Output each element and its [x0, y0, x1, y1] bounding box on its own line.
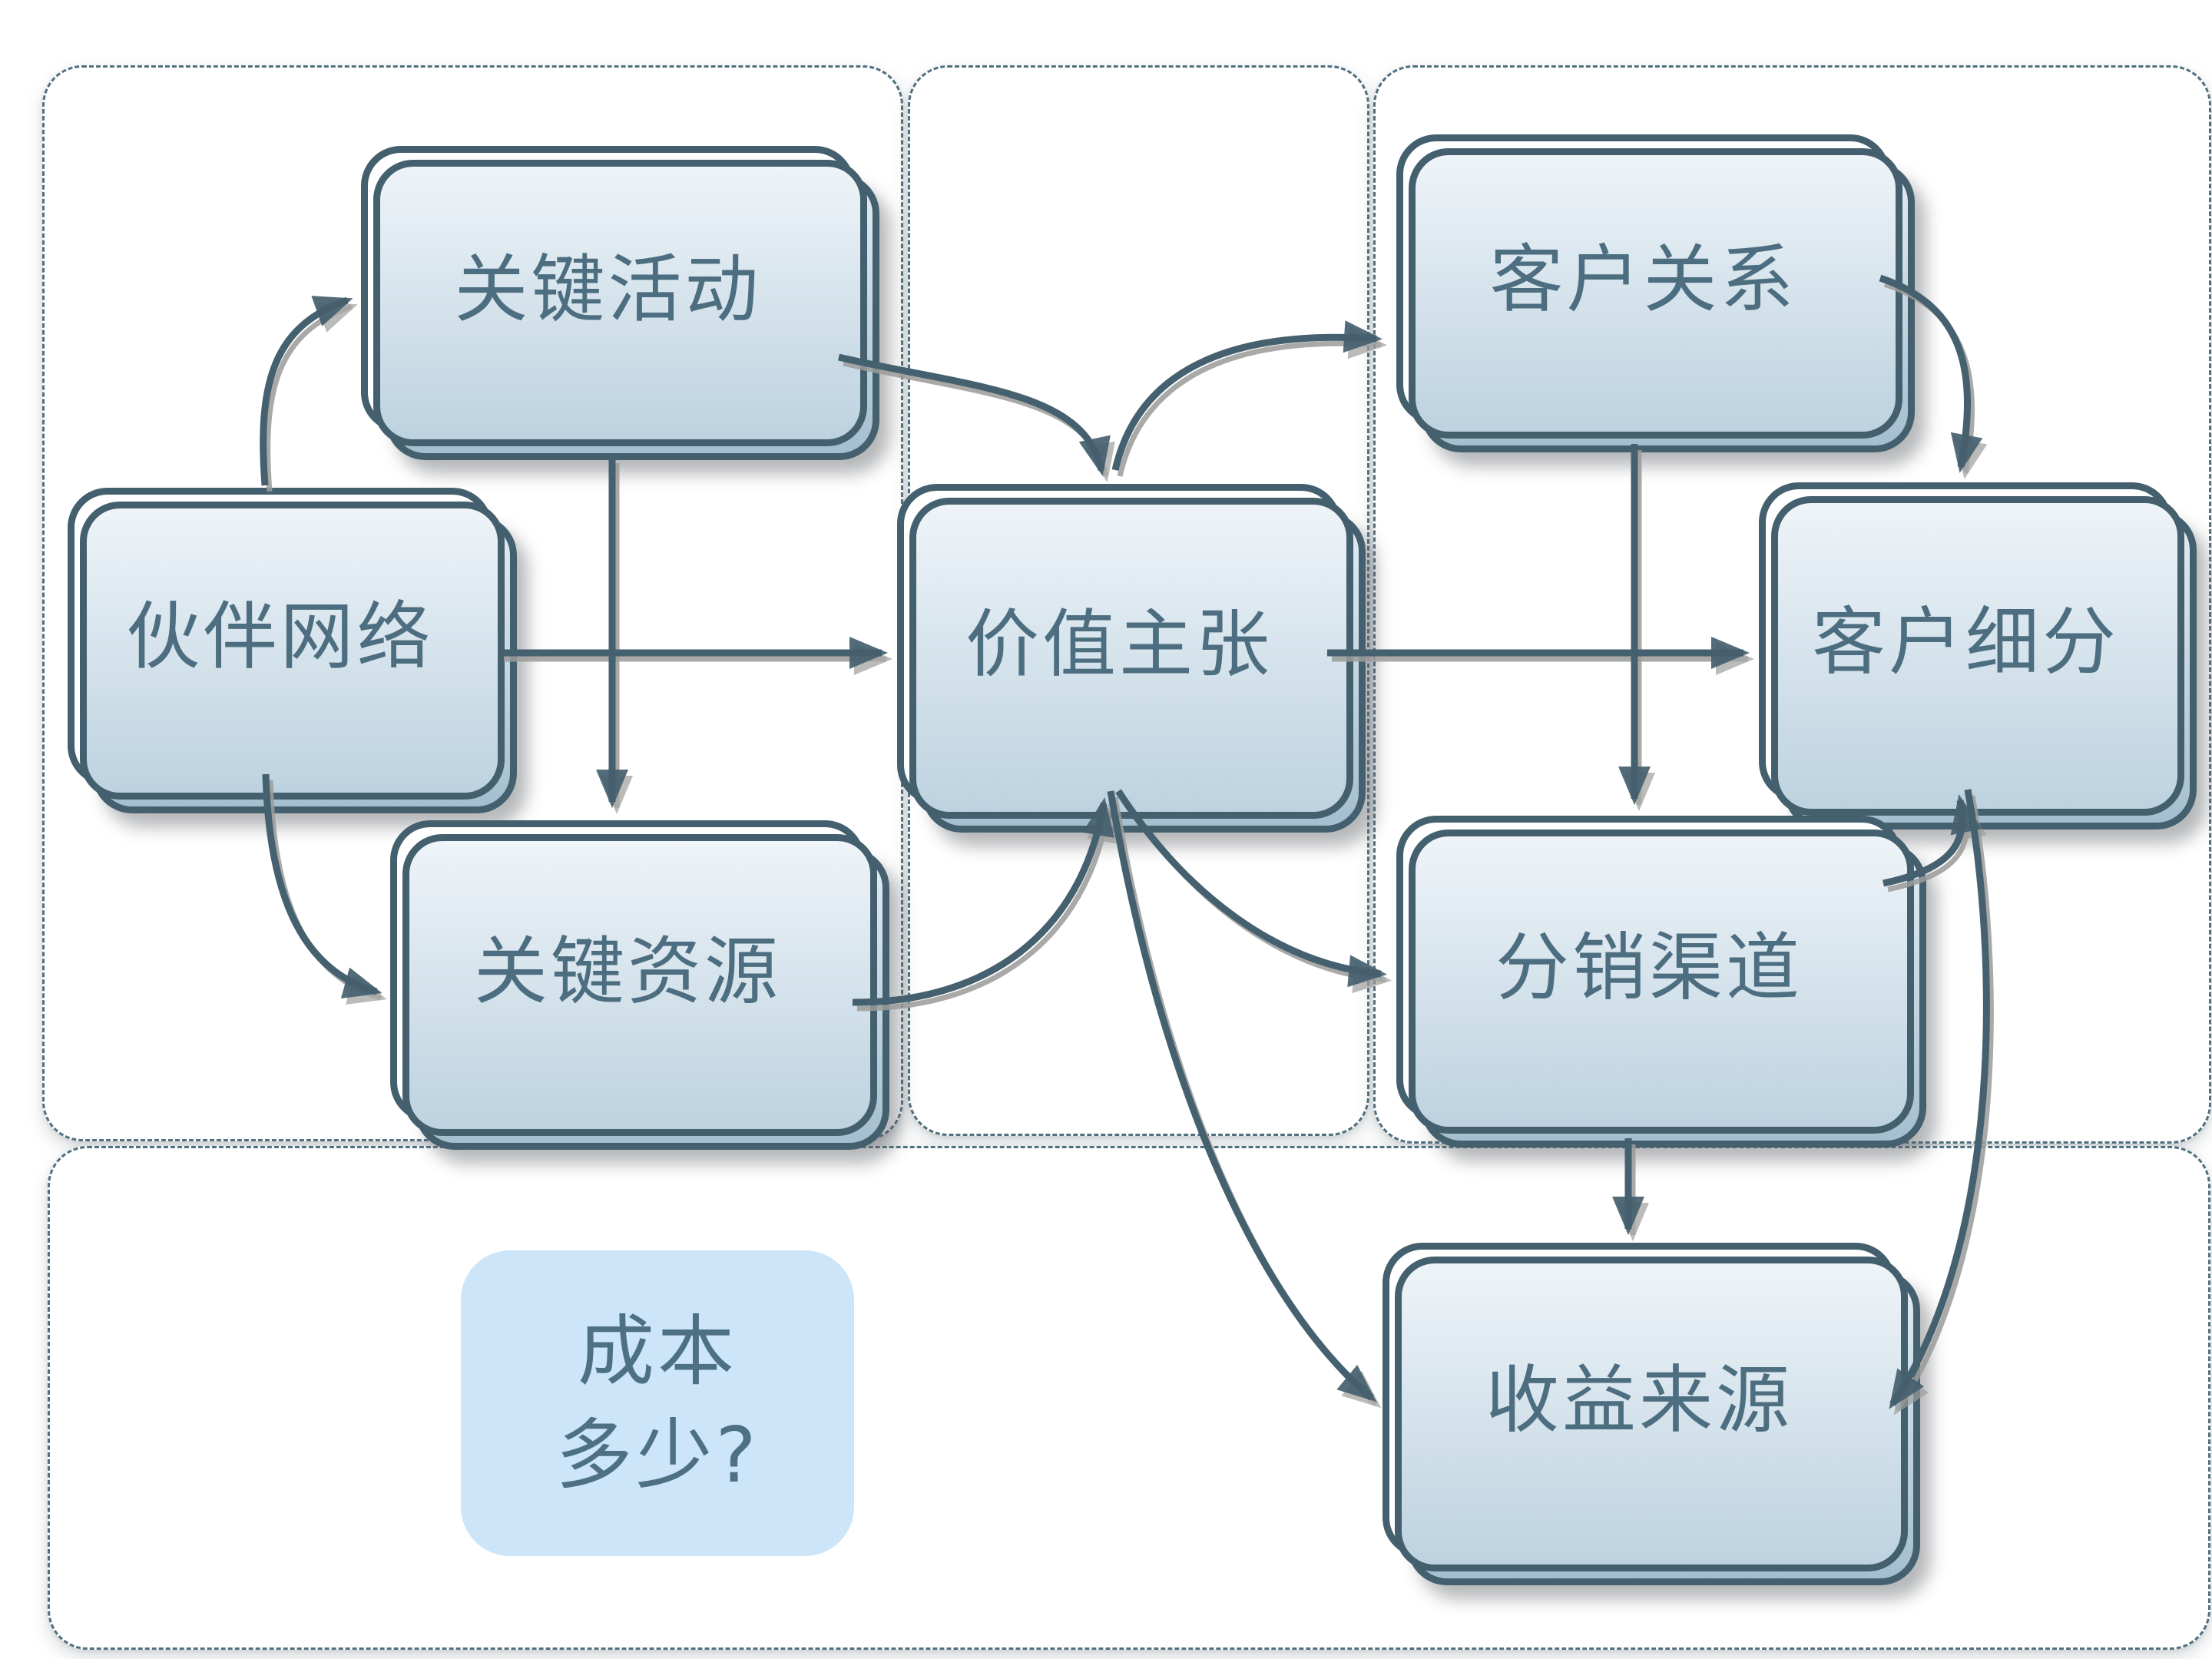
- node-key-resources-label: 关键资源: [474, 928, 781, 1015]
- node-cost-question[interactable]: 成本 多少?: [461, 1250, 854, 1556]
- node-customer-relations-label: 客户关系: [1489, 237, 1797, 323]
- node-value-proposition-label: 价值主张: [965, 601, 1273, 687]
- node-customer-relations[interactable]: 客户关系: [1396, 134, 1890, 425]
- node-revenue-streams-label: 收益来源: [1485, 1357, 1793, 1443]
- node-partner-network[interactable]: 伙伴网络: [68, 488, 492, 786]
- node-key-activities[interactable]: 关键活动: [361, 146, 855, 432]
- node-distribution-channels-label: 分销渠道: [1495, 925, 1803, 1011]
- node-customer-segments-label: 客户细分: [1812, 599, 2119, 685]
- node-key-resources[interactable]: 关键资源: [390, 820, 865, 1122]
- node-customer-segments[interactable]: 客户细分: [1759, 482, 2172, 802]
- node-partner-network-label: 伙伴网络: [126, 594, 434, 680]
- node-value-proposition[interactable]: 价值主张: [897, 484, 1341, 805]
- node-key-activities-label: 关键活动: [454, 246, 762, 333]
- node-cost-question-label: 成本 多少?: [555, 1306, 760, 1500]
- node-distribution-channels[interactable]: 分销渠道: [1396, 816, 1902, 1120]
- node-revenue-streams[interactable]: 收益来源: [1382, 1243, 1896, 1558]
